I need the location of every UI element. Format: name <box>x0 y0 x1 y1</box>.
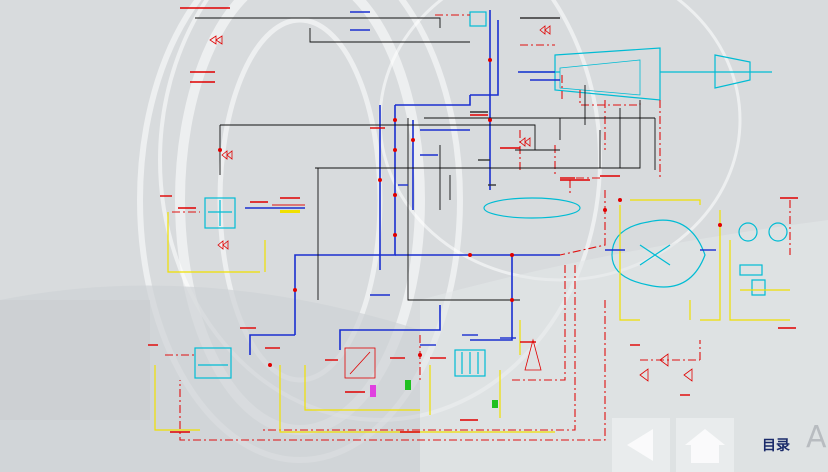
valve-symbols <box>209 25 693 382</box>
home-button[interactable] <box>676 418 734 472</box>
generator <box>714 54 751 89</box>
condenser <box>611 219 706 288</box>
valve-markers <box>218 58 722 367</box>
water-lines <box>245 10 560 355</box>
toc-button[interactable]: 目录 <box>746 418 806 472</box>
turbine-cone <box>559 59 641 96</box>
heater-left <box>204 197 236 229</box>
steam-lines <box>165 14 791 441</box>
heater-top <box>469 11 487 27</box>
triangle-left-icon <box>627 429 653 461</box>
drain-lines <box>195 17 656 301</box>
back-button[interactable] <box>612 418 670 472</box>
auxiliary-markers <box>280 210 498 408</box>
deaerator-tank <box>483 197 581 219</box>
toc-label: 目录 <box>762 438 790 454</box>
heater-bottom-left <box>194 347 232 379</box>
heater-mid <box>454 349 486 377</box>
tag-marks <box>148 7 798 433</box>
lube-lines <box>154 199 790 433</box>
home-icon <box>685 429 725 463</box>
extra-letter: A <box>806 420 827 455</box>
